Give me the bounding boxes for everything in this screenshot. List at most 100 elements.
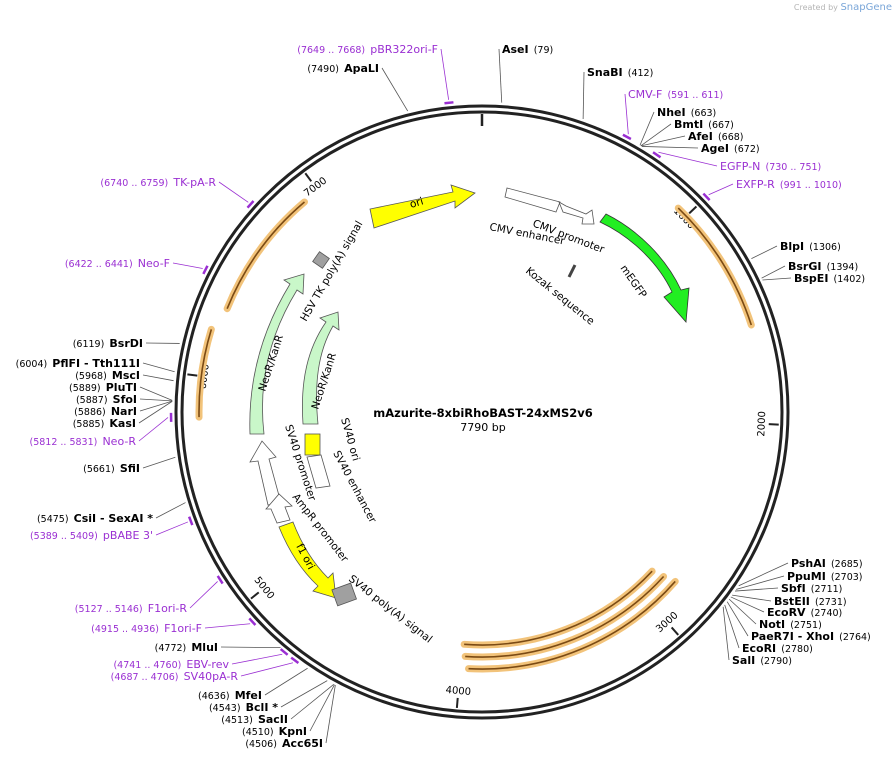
tick-mark-6000 — [187, 373, 198, 377]
cmv-promoter-arrow — [558, 201, 595, 225]
kozak-label: Kozak sequence — [523, 265, 596, 328]
enzyme-label-bcli: (4543) BclI * — [209, 696, 278, 715]
primer-pos-neo-r: (5812 .. 5831) — [30, 437, 98, 448]
primer-name-tk-pa-r: TK-pA-R — [172, 176, 216, 189]
enzyme-label-snabi: SnaBI (412) — [587, 61, 653, 80]
enzyme-label-ecori: EcoRI (2780) — [742, 637, 813, 656]
primer-name-neo-f: Neo-F — [138, 257, 170, 270]
enzyme-label-afei: AfeI (668) — [688, 125, 744, 144]
enzyme-name-asei: AseI — [502, 43, 529, 56]
enzyme-label-csii-sexai: (5475) CsiI - SexAI * — [37, 507, 153, 526]
primer-label-tk-pa-r: (6740 .. 6759) TK-pA-R — [100, 171, 216, 190]
enzyme-label-sfoi: (5887) SfoI — [76, 388, 137, 407]
primer-leader-ebv-rev — [231, 653, 283, 665]
enzyme-label-paer7i-xhoi: PaeR7I - XhoI (2764) — [751, 625, 871, 644]
primer-pos-tk-pa-r: (6740 .. 6759) — [100, 178, 168, 189]
tick-label-7000: 7000 — [302, 175, 329, 199]
primer-leader-cmv-f — [624, 93, 629, 135]
hsv-tk-polya-label: HSV TK poly(A) signal — [298, 219, 365, 323]
ampr-promoter-arrow — [265, 493, 293, 524]
enzyme-leader-sfii — [142, 456, 176, 469]
primer-label-neo-r: (5812 .. 5831) Neo-R — [30, 430, 137, 449]
megfp-arrow — [599, 213, 690, 323]
enzyme-pos-msci: (5968) — [75, 371, 107, 382]
enzyme-label-msci: (5968) MscI — [75, 364, 140, 383]
backbone — [174, 104, 790, 720]
primer-mark-egfp-n — [652, 151, 662, 159]
enzyme-pos-mfei: (4636) — [198, 691, 230, 702]
site-labels: AseI (79)SnaBI (412)NheI (663)BmtI (667)… — [16, 38, 871, 751]
primer-label-pbr322ori-f: (7649 .. 7668) pBR322ori-F — [297, 38, 438, 57]
enzyme-name-bspei: BspEI — [794, 272, 828, 285]
label-leader-lines — [138, 48, 792, 744]
enzyme-pos-bcli: (4543) — [209, 703, 241, 714]
primer-leader-exfp-r — [708, 183, 734, 196]
enzyme-name-pshai: PshAI — [791, 557, 826, 570]
enzyme-label-sali: SalI (2790) — [732, 649, 792, 668]
enzyme-label-acc65i: (4506) Acc65I — [245, 732, 323, 751]
enzyme-leader-nari — [139, 400, 173, 412]
repeat-arc-4 — [464, 570, 653, 646]
enzyme-label-nhei: NheI (663) — [657, 101, 716, 120]
enzyme-leader-pluti — [139, 386, 173, 401]
primer-name-exfp-r: EXFP-R — [736, 178, 775, 191]
enzyme-label-sacii: (4513) SacII — [221, 708, 288, 727]
enzyme-label-bsrgi: BsrGI (1394) — [788, 255, 858, 274]
enzyme-pos-bsrdi: (6119) — [73, 339, 105, 350]
enzyme-pos-nari: (5886) — [74, 407, 106, 418]
enzyme-leader-bcli — [280, 680, 328, 708]
enzyme-pos-pflfi-tth111i: (6004) — [16, 359, 48, 370]
enzyme-pos-ecori: (2780) — [781, 644, 813, 655]
enzyme-leader-mlui — [220, 646, 281, 649]
enzyme-pos-kpni: (4510) — [242, 727, 274, 738]
enzyme-leader-csii-sexai — [155, 502, 186, 519]
enzyme-label-kpni: (4510) KpnI — [242, 720, 307, 739]
ori-arrow — [369, 184, 476, 229]
tick-label-4000: 4000 — [445, 685, 471, 698]
neokanr-outer-arrow — [249, 273, 305, 435]
f1-ori-arrow — [278, 521, 337, 599]
primer-label-pbabe-3: (5389 .. 5409) pBABE 3' — [30, 524, 153, 543]
enzyme-label-bspei: BspEI (1402) — [794, 267, 865, 286]
enzyme-name-ecori: EcoRI — [742, 642, 776, 655]
primer-name-f1ori-f: F1ori-F — [164, 622, 202, 635]
enzyme-pos-bsteii: (2731) — [815, 597, 847, 608]
tick-label-3000: 3000 — [654, 610, 680, 635]
primer-leader-neo-f — [172, 262, 203, 269]
primer-name-sv40pa-r: SV40pA-R — [184, 670, 239, 683]
enzyme-name-sfii: SfiI — [120, 462, 140, 475]
enzyme-pos-ppumi: (2703) — [831, 572, 863, 583]
sv40-ori-box — [304, 433, 321, 456]
enzyme-leader-snabi — [582, 71, 585, 119]
primer-leader-pbr322ori-f — [440, 48, 450, 100]
enzyme-name-sacii: SacII — [258, 713, 288, 726]
enzyme-pos-blpi: (1306) — [809, 242, 841, 253]
primer-mark-f1ori-r — [216, 575, 224, 585]
primer-leader-sv40pa-r — [240, 662, 294, 677]
backbone-outer-ring — [174, 104, 790, 720]
ori-label: ori — [408, 195, 425, 210]
enzyme-pos-sfoi: (5887) — [76, 395, 108, 406]
primer-label-neo-f: (6422 .. 6441) Neo-F — [65, 252, 170, 271]
enzyme-name-pluti: PluTI — [106, 381, 137, 394]
primer-pos-pbr322ori-f: (7649 .. 7668) — [297, 45, 365, 56]
enzyme-pos-agei: (672) — [734, 144, 760, 155]
enzyme-name-mlui: MluI — [191, 641, 218, 654]
enzyme-label-pshai: PshAI (2685) — [791, 552, 863, 571]
enzyme-name-sali: SalI — [732, 654, 755, 667]
primer-label-egfp-n: EGFP-N (730 .. 751) — [720, 155, 821, 174]
enzyme-label-mlui: (4772) MluI — [155, 636, 218, 655]
enzyme-leader-apali — [381, 67, 409, 112]
primer-name-neo-r: Neo-R — [102, 435, 136, 448]
enzyme-pos-bsrgi: (1394) — [827, 262, 859, 273]
enzyme-name-mfei: MfeI — [235, 689, 262, 702]
enzyme-label-ecorv: EcoRV (2740) — [767, 601, 842, 620]
kozak-marker — [567, 264, 577, 278]
primer-mark-cmv-f — [622, 133, 632, 141]
enzyme-pos-pshai: (2685) — [831, 559, 863, 570]
enzyme-name-apali: ApaLI — [344, 62, 379, 75]
enzyme-label-mfei: (4636) MfeI — [198, 684, 262, 703]
credit-brand: SnapGene — [840, 2, 892, 13]
primer-name-f1ori-r: F1ori-R — [148, 602, 188, 615]
enzyme-leader-nhei — [639, 111, 655, 146]
